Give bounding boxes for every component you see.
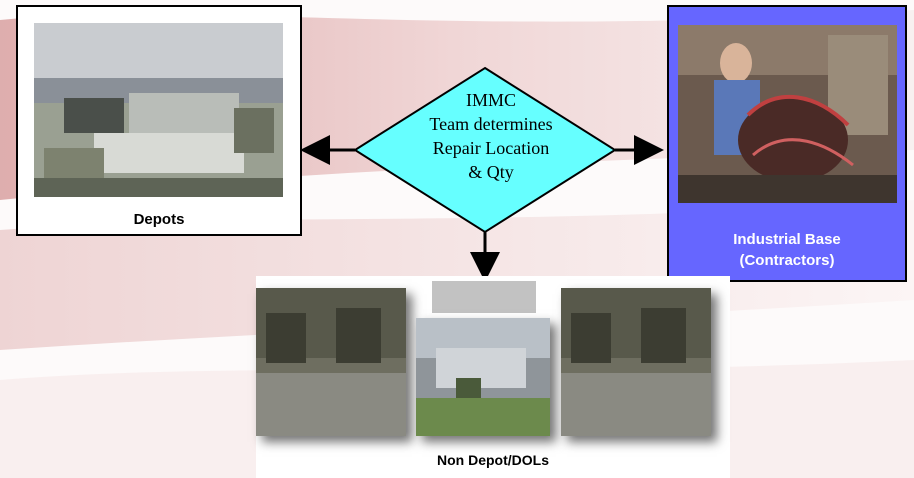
industrial-base-box: Industrial Base (Contractors) [667, 5, 907, 282]
non-depot-photo-right [561, 288, 711, 436]
decision-text: IMMC Team determines Repair Location & Q… [396, 88, 586, 184]
depots-photo [34, 23, 283, 197]
decision-line-1: IMMC [465, 90, 516, 110]
decision-line-2: Team determines [429, 114, 553, 134]
industrial-base-label: Industrial Base (Contractors) [669, 229, 905, 271]
decision-line-3: Repair Location [432, 138, 550, 158]
non-depot-label: Non Depot/DOLs [437, 452, 549, 468]
industrial-base-label-line2: (Contractors) [739, 252, 835, 269]
non-depot-panel: Non Depot/DOLs [256, 276, 730, 478]
non-depot-header-bar [432, 281, 536, 313]
non-depot-photo-center [416, 318, 550, 436]
non-depot-photo-left [256, 288, 406, 436]
decision-line-4: & Qty [468, 162, 514, 182]
depots-box: Depots [16, 5, 302, 236]
depots-label: Depots [133, 211, 185, 228]
industrial-base-photo [678, 25, 897, 203]
industrial-base-label-line1: Industrial Base [733, 231, 841, 248]
